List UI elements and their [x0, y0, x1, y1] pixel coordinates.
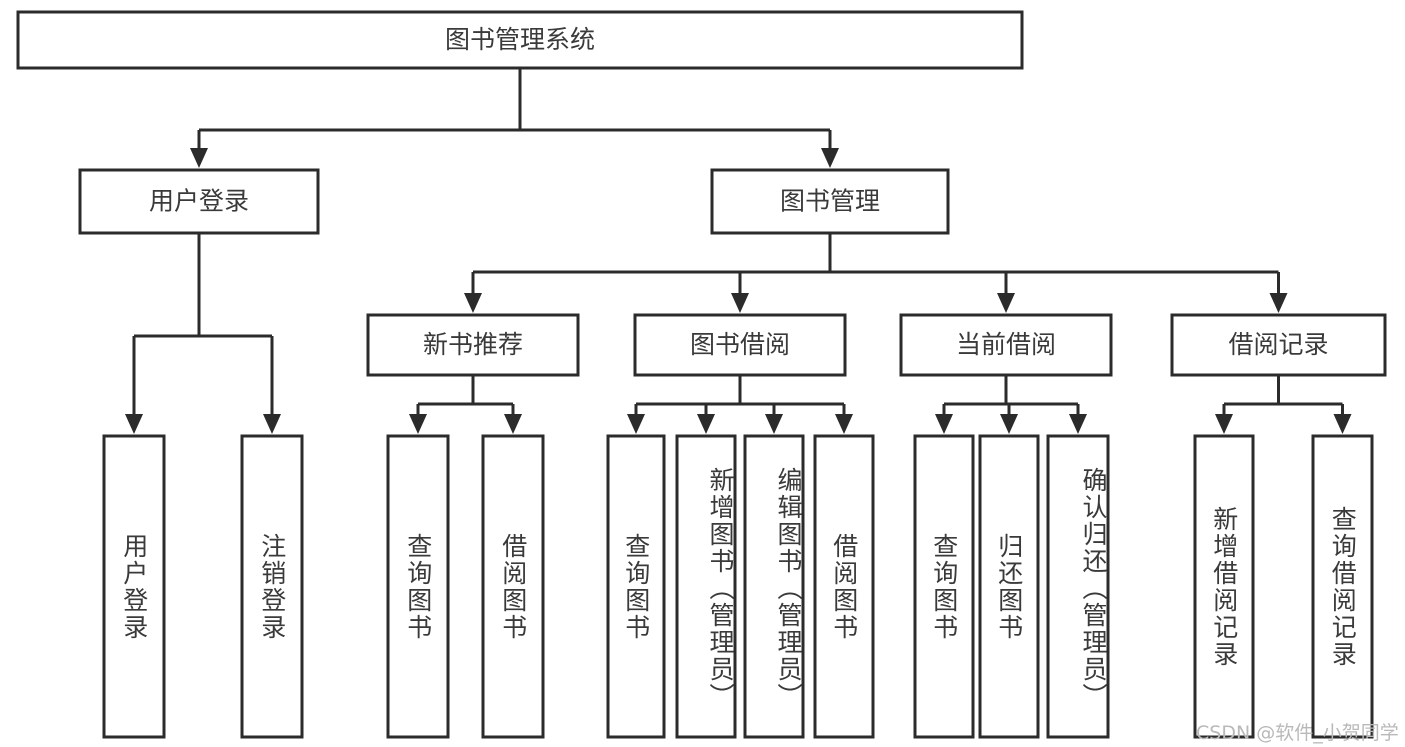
node-box-leaf-query-book-2[interactable]	[606, 434, 666, 739]
node-leaf-query-book-3[interactable]	[913, 434, 975, 739]
newbook-arrow-0	[409, 414, 427, 434]
node-leaf-query-borrow-record[interactable]	[1311, 434, 1374, 739]
bookborrow-arrow-3	[835, 414, 853, 434]
curborrow-arrow-1	[1000, 414, 1018, 434]
node-box-borrow-record[interactable]	[1170, 313, 1387, 377]
borrowrec-arrow-1	[1333, 414, 1352, 434]
node-leaf-user-login[interactable]	[102, 434, 166, 739]
node-root[interactable]: 图书管理系统	[16, 10, 1024, 70]
curborrow-arrow-0	[935, 414, 953, 434]
root-arrow-0	[190, 148, 208, 168]
node-new-book-recommend[interactable]: 新书推荐	[366, 313, 580, 377]
node-leaf-add-borrow-record[interactable]	[1193, 434, 1255, 739]
bookmgmt-arrow-1	[731, 293, 749, 313]
node-book-management[interactable]: 图书管理	[710, 168, 950, 235]
node-leaf-return-book[interactable]	[978, 434, 1040, 739]
node-leaf-query-book-2[interactable]	[606, 434, 666, 739]
node-box-current-borrow[interactable]	[899, 313, 1113, 377]
node-box-leaf-add-book-admin[interactable]	[675, 434, 737, 739]
node-box-leaf-query-book-1[interactable]	[386, 434, 450, 739]
node-box-leaf-return-book[interactable]	[978, 434, 1040, 739]
node-box-user-login[interactable]	[78, 168, 320, 235]
node-leaf-confirm-return-admin[interactable]	[1046, 434, 1110, 739]
connectors-layer	[125, 68, 1352, 434]
bookborrow-arrow-1	[697, 414, 715, 434]
node-box-book-management[interactable]	[710, 168, 950, 235]
node-leaf-logout[interactable]	[240, 434, 304, 739]
node-box-leaf-add-borrow-record[interactable]	[1193, 434, 1255, 739]
node-label-root: 图书管理系统	[445, 25, 595, 54]
node-borrow-record[interactable]: 借阅记录	[1170, 313, 1387, 377]
node-box-leaf-logout[interactable]	[240, 434, 304, 739]
node-box-leaf-borrow-book-2[interactable]	[813, 434, 875, 739]
node-label-user-login: 用户登录	[149, 187, 249, 216]
node-box-leaf-query-book-3[interactable]	[913, 434, 975, 739]
newbook-arrow-1	[504, 414, 522, 434]
node-box-leaf-borrow-book-1[interactable]	[481, 434, 545, 739]
bookborrow-arrow-0	[627, 414, 645, 434]
userlogin-arrow-1	[263, 414, 281, 434]
node-label-book-management: 图书管理	[780, 187, 880, 216]
node-box-new-book-recommend[interactable]	[366, 313, 580, 377]
node-leaf-borrow-book-1[interactable]	[481, 434, 545, 739]
bookmgmt-arrow-3	[1269, 293, 1288, 313]
node-book-borrow[interactable]: 图书借阅	[633, 313, 847, 377]
bookborrow-arrow-2	[765, 414, 783, 434]
userlogin-arrow-0	[125, 414, 143, 434]
node-box-leaf-query-borrow-record[interactable]	[1311, 434, 1374, 739]
node-box-root[interactable]	[16, 10, 1024, 70]
node-leaf-borrow-book-2[interactable]	[813, 434, 875, 739]
node-box-leaf-confirm-return-admin[interactable]	[1046, 434, 1110, 739]
root-arrow-1	[821, 148, 839, 168]
node-label-borrow-record: 借阅记录	[1228, 330, 1328, 359]
node-label-current-borrow: 当前借阅	[956, 330, 1056, 359]
node-user-login[interactable]: 用户登录	[78, 168, 320, 235]
node-leaf-query-book-1[interactable]	[386, 434, 450, 739]
node-box-leaf-edit-book-admin[interactable]	[743, 434, 805, 739]
node-label-new-book-recommend: 新书推荐	[423, 330, 523, 359]
node-current-borrow[interactable]: 当前借阅	[899, 313, 1113, 377]
bookmgmt-arrow-0	[464, 293, 482, 313]
node-leaf-add-book-admin[interactable]	[675, 434, 737, 739]
node-box-leaf-user-login[interactable]	[102, 434, 166, 739]
bookmgmt-arrow-2	[997, 293, 1015, 313]
node-box-book-borrow[interactable]	[633, 313, 847, 377]
node-label-book-borrow: 图书借阅	[690, 330, 790, 359]
curborrow-arrow-2	[1069, 414, 1087, 434]
watermark-text: CSDN @软件_小贺同学	[1196, 722, 1399, 744]
node-leaf-edit-book-admin[interactable]	[743, 434, 805, 739]
borrowrec-arrow-0	[1215, 414, 1233, 434]
